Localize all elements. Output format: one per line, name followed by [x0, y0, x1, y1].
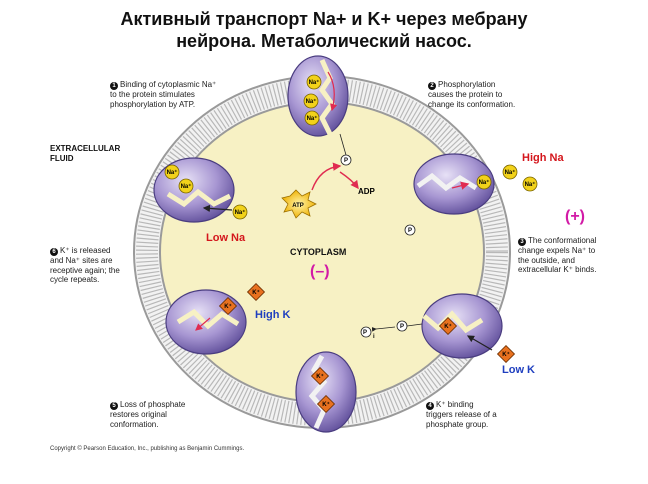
na-ion-label: Na⁺ — [309, 79, 320, 86]
svg-text:P: P — [400, 324, 404, 330]
phosphate-1: P — [339, 133, 352, 166]
atp-star: ATP — [281, 189, 317, 219]
step-number-icon: 3 — [518, 238, 526, 246]
na-ion-label: Na⁺ — [525, 181, 536, 188]
low-k-label: Low K — [502, 364, 535, 376]
k-ion-label: K⁺ — [444, 323, 452, 330]
arrow-step-4 — [466, 335, 493, 351]
membrane-stripes — [136, 78, 508, 426]
arrow-step-1 — [327, 71, 338, 112]
k-ion-label: K⁺ — [316, 373, 324, 380]
svg-text:P: P — [344, 158, 348, 164]
na-ion-label: Na⁺ — [181, 183, 192, 190]
phosphate-inorganic: P i — [360, 326, 396, 340]
na-ion-label: Na⁺ — [505, 169, 516, 176]
phosphate-2: P — [404, 224, 416, 236]
arrow-step-2 — [451, 181, 470, 190]
k-ions-protein-3: K⁺ K⁺ — [438, 316, 516, 364]
high-k-label: High K — [255, 309, 291, 321]
step-number-icon: 4 — [426, 402, 434, 410]
title-line-1: Активный транспорт Na+ и K+ через мебран… — [120, 9, 528, 29]
low-na-label: Low Na — [206, 232, 246, 244]
protein-3 — [421, 293, 503, 359]
na-ions-protein-1: Na⁺ Na⁺ Na⁺ — [303, 74, 322, 126]
na-ion-label: Na⁺ — [235, 209, 246, 216]
positive-charge-label: (+) — [565, 208, 585, 225]
na-ion-label: Na⁺ — [479, 179, 490, 186]
step-number-icon: 2 — [428, 82, 436, 90]
k-ion-label: K⁺ — [322, 401, 330, 408]
step-number-icon: 6 — [50, 248, 58, 256]
k-ion-label: K⁺ — [502, 351, 510, 358]
atp-label: ATP — [292, 203, 304, 209]
step-number-icon: 5 — [110, 402, 118, 410]
arrow-step-6 — [195, 317, 211, 331]
na-ion-label: Na⁺ — [307, 115, 318, 122]
protein-1 — [287, 55, 349, 137]
protein-2 — [413, 153, 495, 215]
k-ions-protein-5: K⁺ K⁺ — [218, 282, 266, 316]
protein-4 — [295, 351, 357, 433]
svg-text:i: i — [373, 334, 375, 340]
adp-arrow — [339, 171, 359, 190]
na-ions-protein-6: Na⁺ Na⁺ Na⁺ — [164, 164, 248, 220]
negative-charge-label: (–) — [310, 263, 330, 280]
k-ion-label: K⁺ — [252, 289, 260, 296]
atp-arrow-up — [311, 162, 342, 191]
cytoplasm-label: CYTOPLASM — [290, 247, 347, 257]
title-line-2: нейрона. Метаболический насос. — [176, 31, 472, 51]
k-ions-protein-4: K⁺ K⁺ — [310, 366, 336, 414]
na-ions-protein-2: Na⁺ Na⁺ Na⁺ — [476, 164, 538, 192]
svg-text:P: P — [408, 228, 412, 234]
step-number-icon: 1 — [110, 82, 118, 90]
arrow-na-entry — [202, 204, 233, 213]
adp-label: ADP — [358, 187, 376, 196]
high-na-label: High Na — [522, 152, 564, 164]
copyright-text: Copyright © Pearson Education, Inc., pub… — [50, 446, 245, 452]
na-ion-label: Na⁺ — [167, 169, 178, 176]
k-ion-label: K⁺ — [224, 303, 232, 310]
page-title: Активный транспорт Na+ и K+ через мебран… — [0, 8, 648, 52]
na-ion-label: Na⁺ — [306, 98, 317, 105]
protein-6 — [153, 157, 235, 223]
phosphate-3: P — [396, 320, 423, 332]
svg-text:P: P — [363, 330, 367, 336]
